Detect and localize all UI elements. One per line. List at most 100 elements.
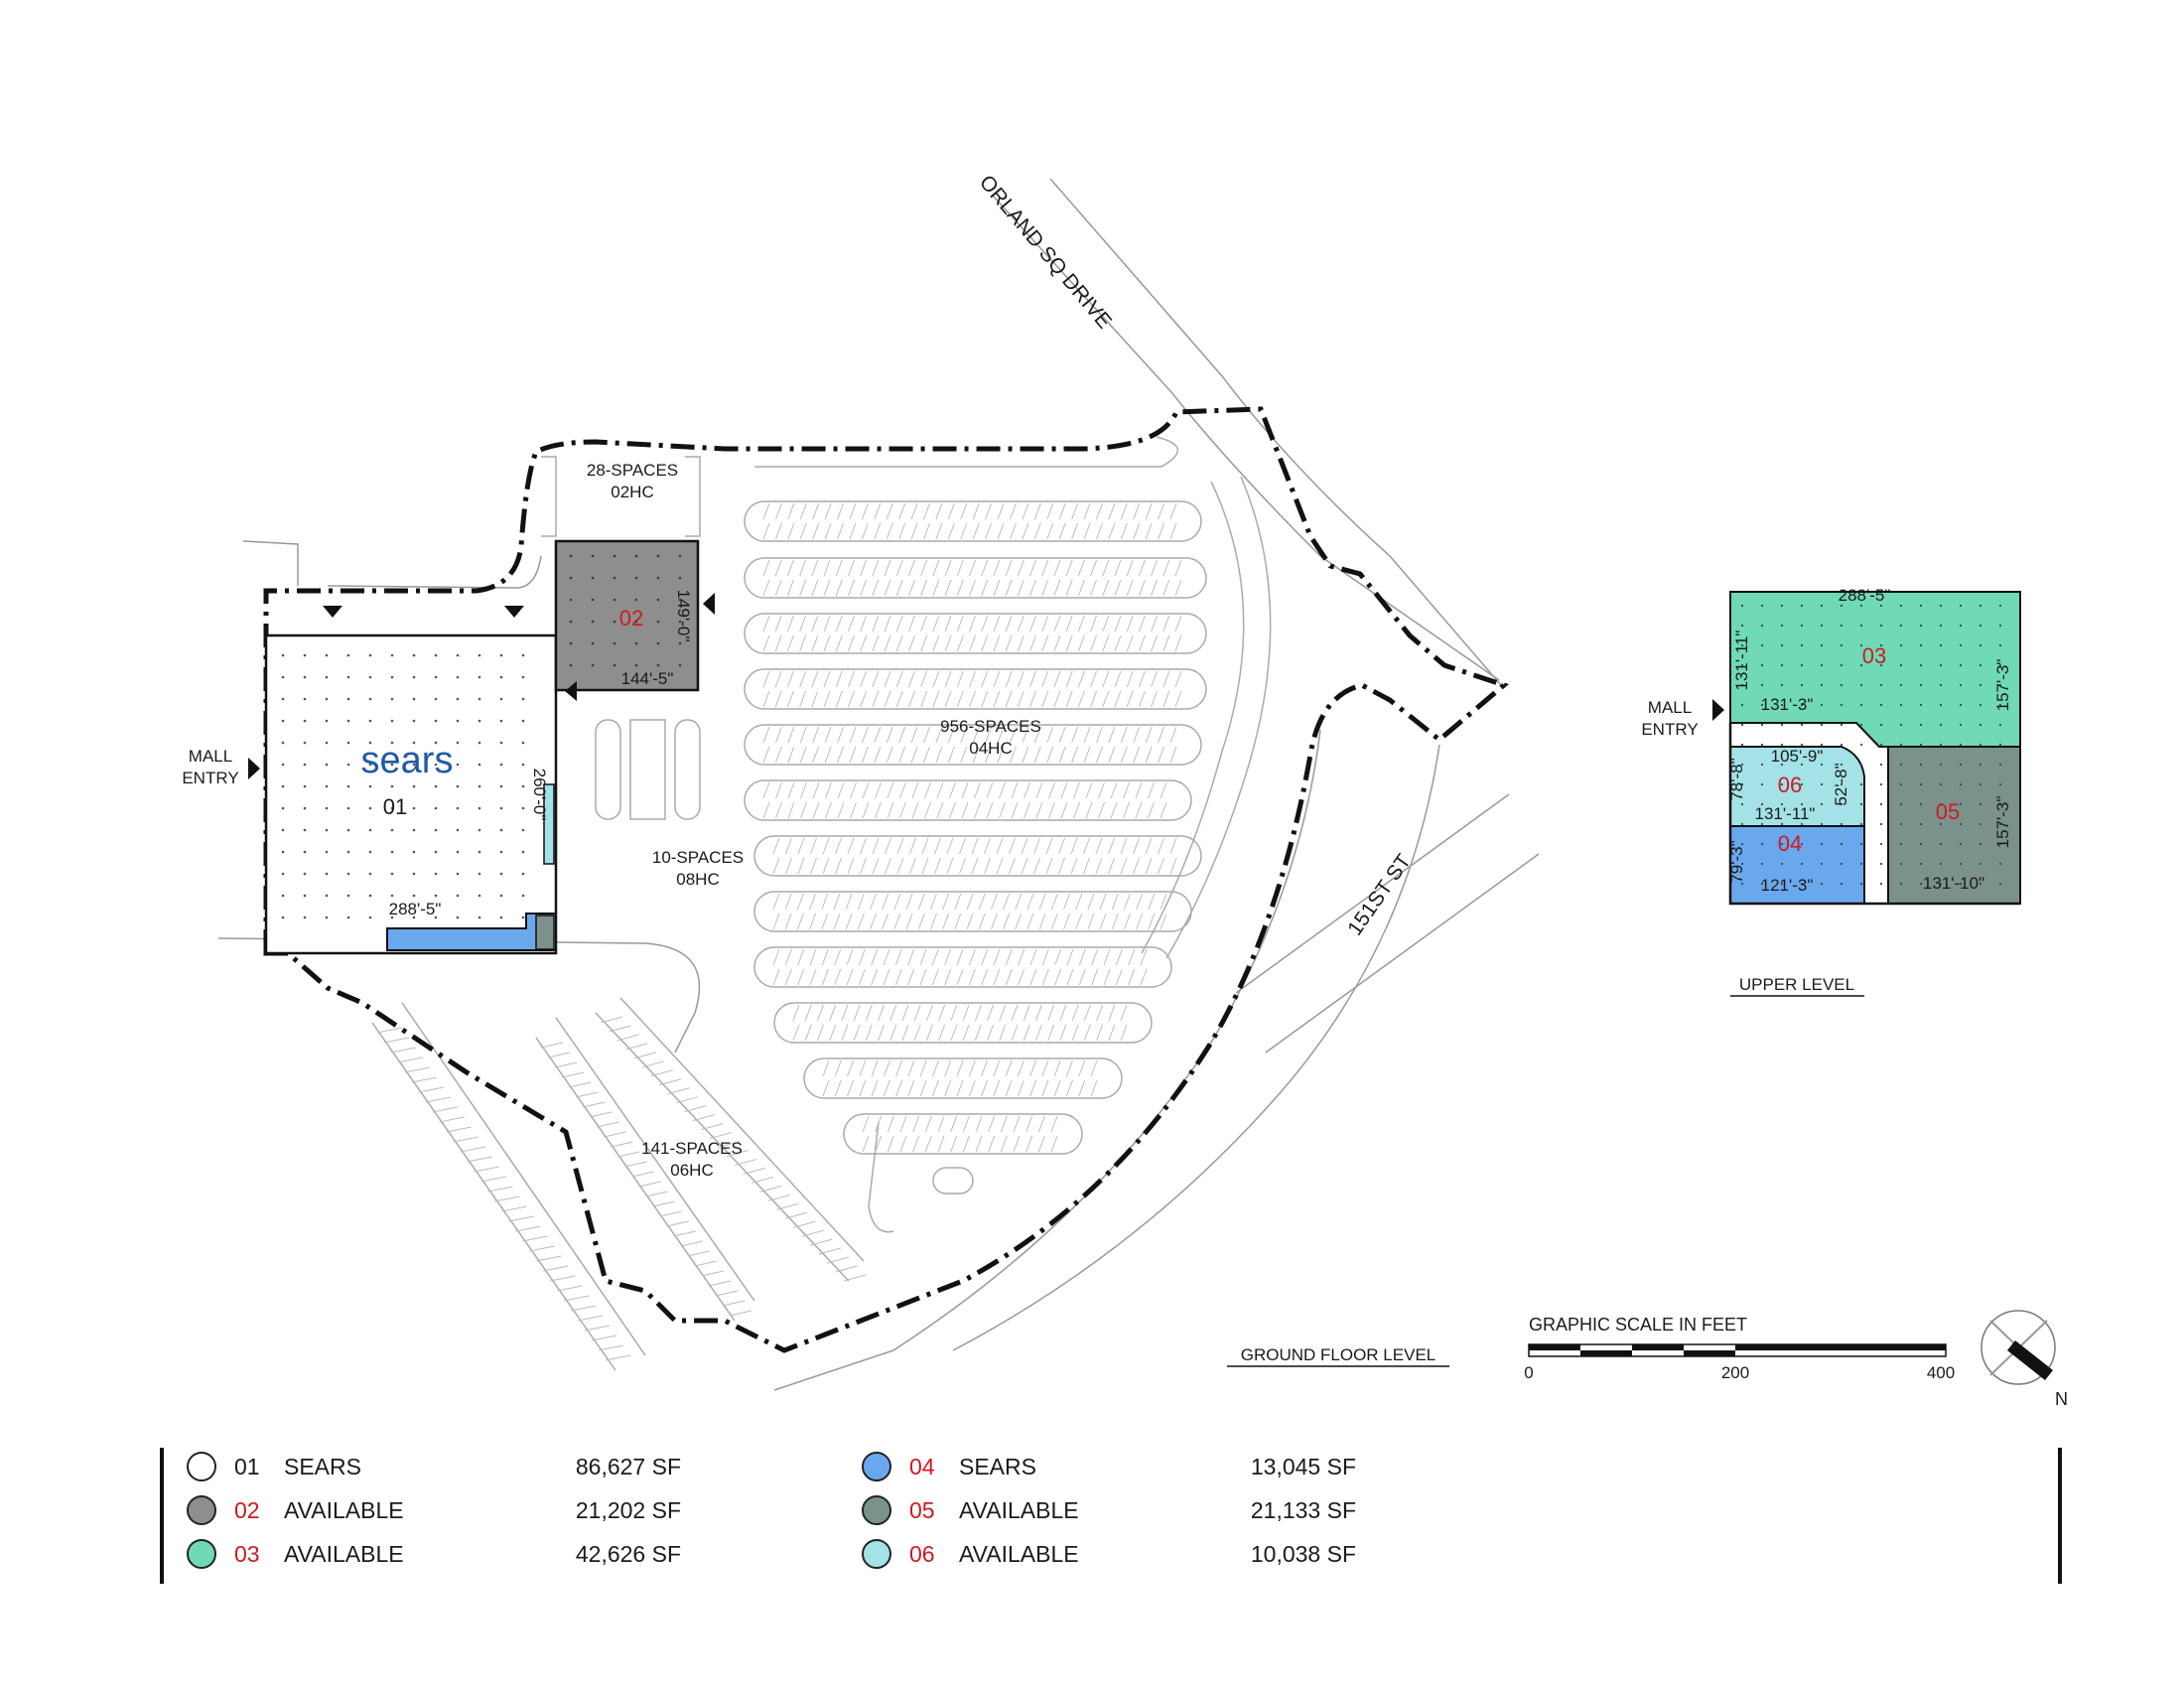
stall-line bbox=[887, 1115, 894, 1133]
stall-line bbox=[1126, 670, 1134, 688]
column-dot bbox=[591, 620, 595, 624]
stall-line bbox=[985, 726, 993, 744]
column-dot bbox=[303, 894, 307, 898]
unit-06[interactable] bbox=[1729, 746, 1865, 827]
stall-line bbox=[1090, 559, 1098, 577]
unit-02[interactable] bbox=[554, 539, 700, 692]
stall-line bbox=[799, 746, 807, 764]
stall-line bbox=[811, 615, 819, 633]
stall-line bbox=[562, 1071, 585, 1078]
stall-line bbox=[1022, 746, 1029, 764]
stall-line bbox=[786, 579, 794, 597]
stall-line bbox=[1135, 801, 1143, 819]
stall-line bbox=[776, 1202, 799, 1210]
column-dot bbox=[1760, 822, 1764, 826]
stall-line bbox=[834, 968, 842, 986]
column-dot bbox=[1879, 822, 1883, 826]
stall-line bbox=[938, 1024, 946, 1042]
unit-06-ground-footprint[interactable] bbox=[543, 783, 555, 865]
entry-markers bbox=[248, 593, 1724, 779]
stall-line bbox=[1158, 857, 1164, 875]
stall-line bbox=[860, 670, 868, 688]
stall-line bbox=[1145, 746, 1153, 764]
stall-line bbox=[931, 948, 939, 966]
unit-03[interactable] bbox=[1729, 591, 2021, 748]
stall-line bbox=[947, 746, 955, 764]
column-dot bbox=[368, 850, 372, 854]
column-dot bbox=[1879, 703, 1883, 707]
stall-line bbox=[882, 913, 889, 930]
column-dot bbox=[368, 828, 372, 832]
column-dot bbox=[521, 741, 525, 745]
stall-line bbox=[954, 913, 962, 930]
column-dot bbox=[1879, 723, 1883, 727]
stall-line bbox=[847, 615, 855, 633]
stall-line bbox=[1145, 522, 1153, 540]
column-dot bbox=[1820, 663, 1824, 667]
stall-line bbox=[432, 1106, 458, 1113]
unit-05[interactable] bbox=[1887, 746, 2021, 905]
stall-line bbox=[860, 857, 867, 875]
stall-line bbox=[1041, 1079, 1049, 1097]
stall-line bbox=[920, 690, 928, 708]
column-dot bbox=[1879, 624, 1883, 628]
stall-line bbox=[487, 1186, 513, 1193]
stall-line bbox=[986, 801, 994, 819]
stall-line bbox=[944, 1079, 952, 1097]
unit-04-ground-footprint[interactable] bbox=[386, 913, 557, 951]
dim-upper-mid03: 131'-3" bbox=[1761, 695, 1814, 714]
stall-line bbox=[446, 1126, 472, 1133]
column-dot bbox=[521, 850, 525, 854]
stall-line bbox=[774, 690, 782, 708]
stall-line bbox=[1041, 968, 1049, 986]
column-dot bbox=[368, 872, 372, 876]
stall-line bbox=[825, 781, 832, 799]
stall-line bbox=[849, 726, 857, 744]
stall-line bbox=[1114, 634, 1122, 652]
column-dot bbox=[1979, 763, 1982, 767]
stall-line bbox=[1151, 615, 1159, 633]
stall-line bbox=[786, 559, 794, 577]
stall-line bbox=[1103, 948, 1111, 966]
stall-line bbox=[984, 837, 991, 855]
unit-04[interactable] bbox=[1729, 825, 1865, 905]
stall-line bbox=[529, 1245, 555, 1252]
stall-line bbox=[1162, 690, 1170, 708]
stall-line bbox=[1148, 913, 1156, 930]
stall-line bbox=[937, 1135, 945, 1153]
mall-entry-line2: ENTRY bbox=[182, 769, 238, 787]
unit-05-ground-footprint[interactable] bbox=[535, 914, 555, 950]
stall-line bbox=[985, 522, 993, 540]
stall-line bbox=[1065, 1079, 1073, 1097]
stall-line bbox=[884, 579, 891, 597]
column-dot bbox=[569, 620, 573, 624]
stall-line bbox=[1090, 579, 1098, 597]
entry-arrow bbox=[323, 606, 342, 618]
legend-swatch bbox=[187, 1539, 216, 1569]
column-dot bbox=[1959, 842, 1963, 846]
stall-line bbox=[1102, 690, 1110, 708]
stall-line bbox=[822, 857, 830, 875]
stall-line bbox=[860, 615, 868, 633]
column-dot bbox=[569, 663, 573, 667]
column-dot bbox=[1879, 604, 1883, 608]
stall-line bbox=[1053, 1059, 1061, 1077]
column-dot bbox=[1979, 782, 1982, 786]
stall-line bbox=[999, 1024, 1007, 1042]
stall-line bbox=[870, 913, 877, 930]
stall-line bbox=[1070, 837, 1078, 855]
stall-line bbox=[1138, 559, 1146, 577]
stall-line bbox=[959, 857, 966, 875]
stall-line bbox=[886, 502, 893, 520]
stall-line bbox=[1174, 579, 1182, 597]
parking-row bbox=[744, 724, 1202, 766]
unit-01-sears[interactable] bbox=[264, 633, 558, 955]
column-dot bbox=[1859, 604, 1863, 608]
stall-line bbox=[1010, 522, 1017, 540]
stall-line bbox=[1098, 801, 1105, 819]
stall-line bbox=[942, 893, 950, 911]
stall-line bbox=[508, 1215, 534, 1222]
stall-line bbox=[650, 1069, 673, 1077]
parking-row bbox=[629, 719, 666, 820]
